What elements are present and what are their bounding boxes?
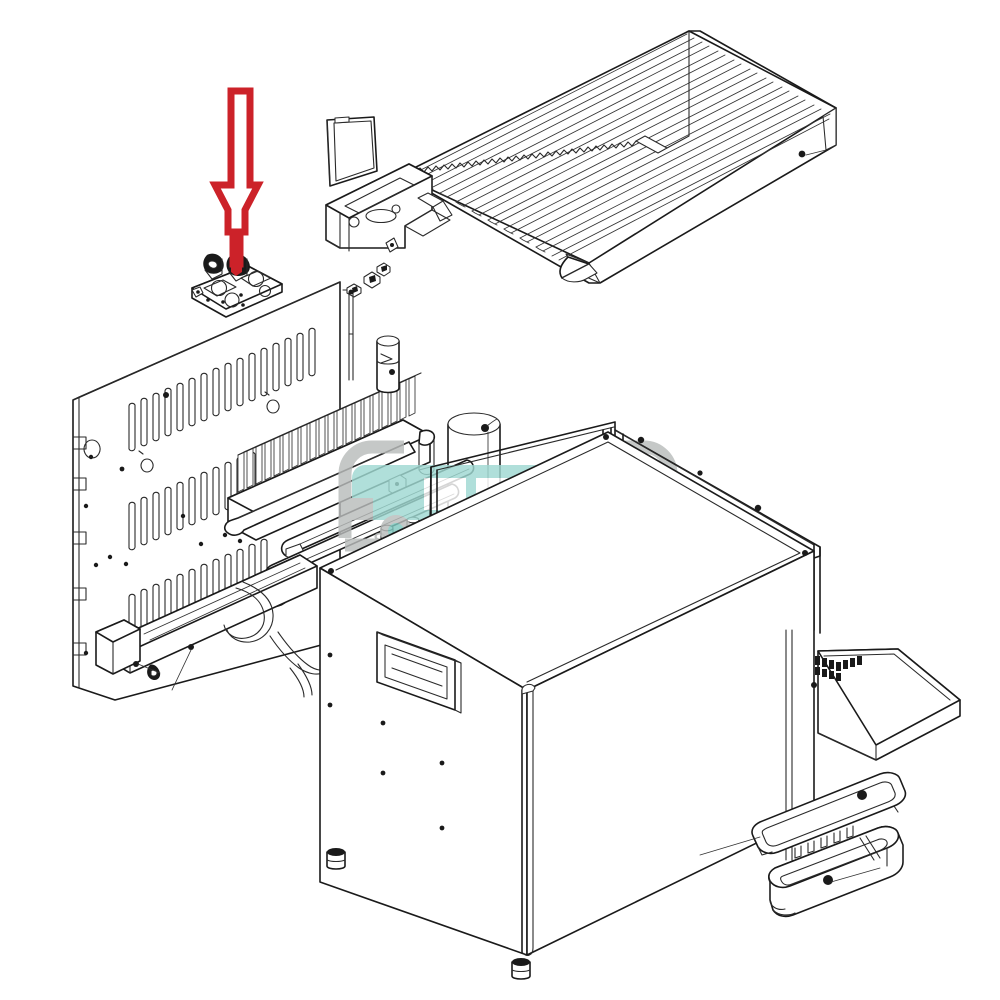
- control-knob-a: [203, 253, 224, 280]
- grill-grate: [399, 30, 837, 284]
- red-callout-arrow: [209, 87, 264, 276]
- connection-rod: [348, 289, 354, 381]
- foot-cap-front: [511, 958, 531, 980]
- drip-tray-lid: [699, 771, 907, 859]
- lid-flap-panel: [326, 116, 378, 187]
- screw-set: [342, 262, 391, 298]
- grill-pan-frame: [325, 163, 453, 253]
- foot-cap-left: [326, 848, 346, 870]
- side-shelf: [785, 629, 961, 861]
- oven-cabinet: [319, 431, 815, 957]
- igniter-cylinder: [376, 335, 400, 394]
- control-plate: [191, 265, 283, 318]
- oven-handle[interactable]: [376, 631, 462, 714]
- drip-tray: [768, 825, 904, 918]
